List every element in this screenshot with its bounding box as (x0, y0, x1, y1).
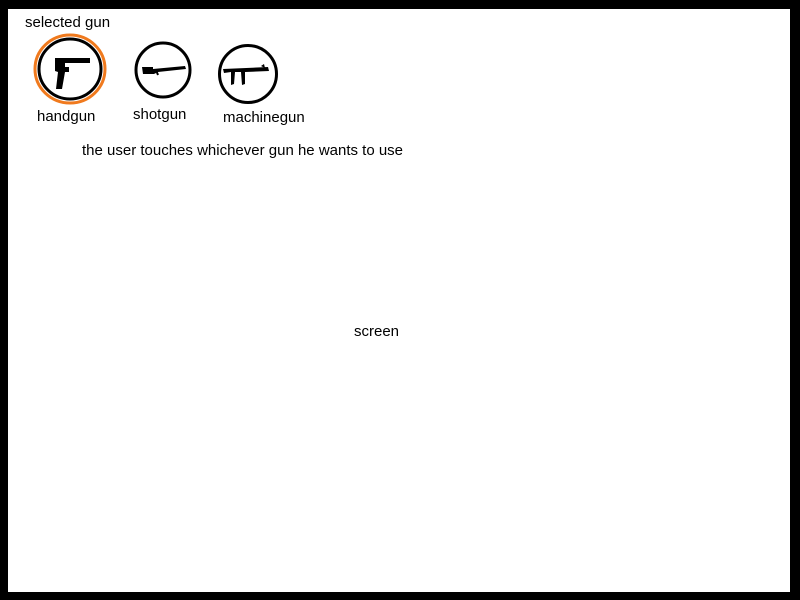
instruction-text: the user touches whichever gun he wants … (82, 142, 404, 159)
machinegun-label: machinegun (223, 109, 305, 126)
selected-gun-label: selected gun (25, 14, 111, 31)
shotgun-button[interactable] (134, 41, 192, 99)
handgun-icon (33, 33, 107, 105)
machinegun-button[interactable] (218, 44, 278, 104)
handgun-button[interactable] (33, 33, 107, 105)
handgun-label: handgun (37, 108, 96, 125)
screen-area (8, 9, 790, 592)
shotgun-label: shotgun (133, 106, 187, 123)
screen-label: screen (354, 323, 400, 340)
shotgun-icon (134, 41, 192, 99)
machinegun-icon (218, 44, 278, 104)
